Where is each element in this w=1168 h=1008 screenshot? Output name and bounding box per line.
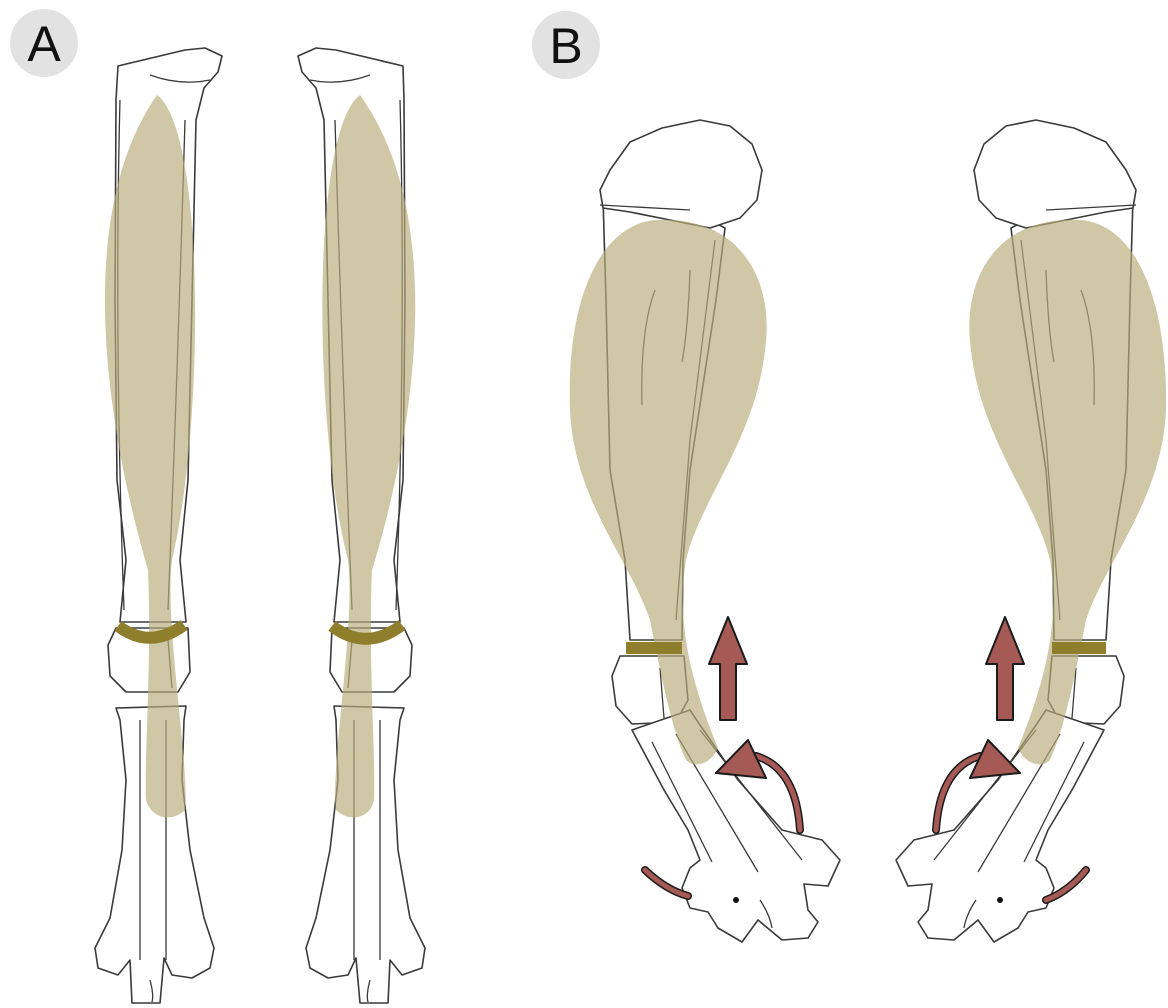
panel-b-label-text: B: [549, 18, 582, 74]
upward-arrow: [986, 617, 1024, 720]
panel-b: B: [532, 11, 1166, 942]
panel-b-right-limb: [896, 120, 1166, 942]
panel-a-label: A: [10, 9, 78, 77]
panel-b-left-limb: [570, 120, 840, 942]
metacarpal-bone: [632, 710, 840, 942]
humerus-head: [974, 120, 1136, 228]
panel-a-right-limb: [298, 48, 425, 1003]
panel-a-label-text: A: [27, 16, 61, 72]
muscle-belly: [570, 220, 767, 765]
upward-arrow: [709, 617, 747, 720]
panel-a-left-limb: [95, 48, 222, 1003]
humerus-head: [600, 120, 762, 228]
lower-rotation-arc: [645, 870, 688, 896]
panel-b-label: B: [532, 11, 600, 79]
metacarpal-bone: [896, 710, 1104, 942]
panel-a: A: [10, 9, 425, 1003]
